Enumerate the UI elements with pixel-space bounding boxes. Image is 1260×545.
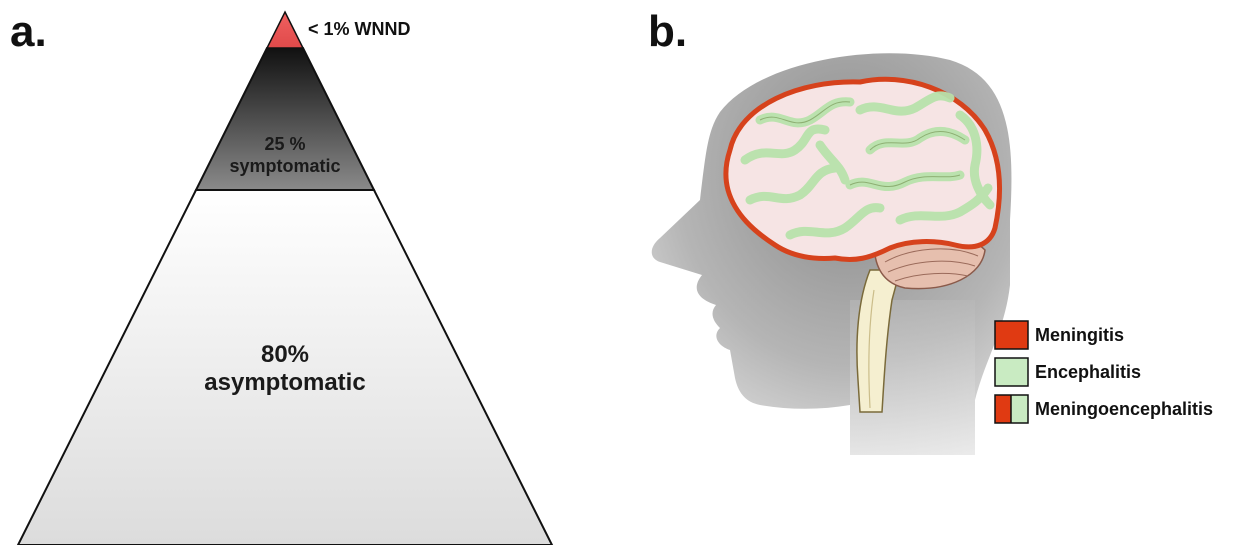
legend-label-meningitis: Meningitis (1035, 325, 1124, 345)
pyramid (18, 12, 552, 545)
legend: Meningitis Encephalitis Meningoencephali… (995, 321, 1213, 423)
legend-label-meningoencephalitis: Meningoencephalitis (1035, 399, 1213, 419)
middle-tier-label-line1: 25 % (264, 134, 305, 154)
middle-tier-label-line2: symptomatic (229, 156, 340, 176)
meningitis-swatch (995, 321, 1028, 349)
legend-item-encephalitis: Encephalitis (995, 358, 1141, 386)
meningoencephalitis-swatch-right (1011, 395, 1028, 423)
encephalitis-swatch (995, 358, 1028, 386)
meningoencephalitis-swatch-left (995, 395, 1011, 423)
legend-item-meningoencephalitis: Meningoencephalitis (995, 395, 1213, 423)
pyramid-tier-top (267, 12, 303, 48)
brain-icon (726, 79, 1000, 259)
bottom-tier-label-line1: 80% (261, 341, 309, 368)
top-tier-label: < 1% WNND (308, 19, 411, 39)
legend-label-encephalitis: Encephalitis (1035, 362, 1141, 382)
bottom-tier-label-line2: asymptomatic (204, 369, 365, 396)
legend-item-meningitis: Meningitis (995, 321, 1124, 349)
